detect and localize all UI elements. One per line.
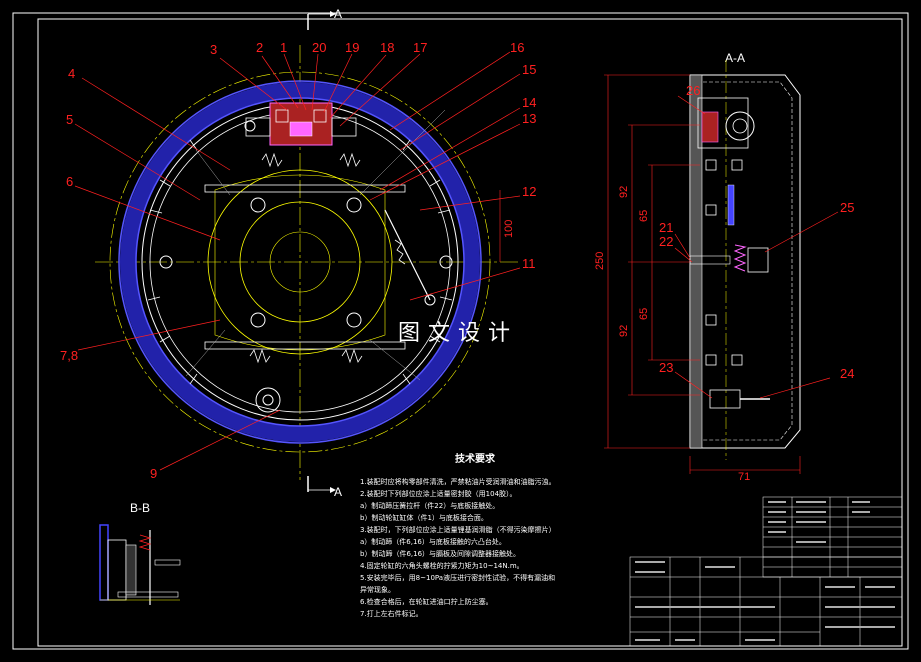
technical-requirements: 技术要求 1.装配时应将构零部件清洗，严禁粘油片受润滑油和油脂污浊。 2.装配时… [360, 452, 556, 618]
label-7-8: 7,8 [60, 348, 78, 363]
section-aa: A-A [594, 51, 854, 483]
label-2: 2 [256, 40, 263, 55]
tech-line-4: b）制动轮缸缸体（件1）与底板接合面。 [360, 513, 488, 522]
tech-line-3: a）制动蹄压簧拉杆（件22）与底板接触处。 [360, 501, 499, 510]
title-block [629, 496, 903, 647]
label-19: 19 [345, 40, 359, 55]
label-25: 25 [840, 200, 854, 215]
label-14: 14 [522, 95, 536, 110]
tech-line-2: 2.装配时下列部位应涂上适量密封胶（用104胶）。 [360, 489, 517, 498]
tech-line-11: 6.检查合格后，在轮缸进油口拧上防尘塞。 [360, 597, 493, 606]
tech-line-5: 3.装配时，下列部位应涂上适量锂基润滑脂（不得污染摩擦片） [360, 525, 556, 534]
label-1: 1 [280, 40, 287, 55]
label-4: 4 [68, 66, 75, 81]
label-9: 9 [150, 466, 157, 481]
tech-title: 技术要求 [455, 452, 496, 465]
dim-65-top: 65 [638, 210, 650, 222]
label-18: 18 [380, 40, 394, 55]
part-labels: 3 2 1 20 19 18 17 16 15 14 13 12 11 4 5 … [60, 40, 536, 481]
cut-marker-bottom: A [334, 485, 342, 499]
watermark: 图文设计 [398, 321, 518, 346]
dim-250: 250 [594, 252, 606, 270]
label-5: 5 [66, 112, 73, 127]
dim-100: 100 [503, 220, 515, 238]
label-13: 13 [522, 111, 536, 126]
label-23: 23 [659, 360, 673, 375]
aa-title: A-A [725, 51, 745, 65]
dim-92-top: 92 [618, 186, 630, 198]
main-view: 100 [95, 45, 520, 480]
label-24: 24 [840, 366, 854, 381]
label-12: 12 [522, 184, 536, 199]
tech-line-12: 7.打上左右件标记。 [360, 609, 423, 618]
label-17: 17 [413, 40, 427, 55]
bb-title: B-B [130, 501, 150, 515]
label-11: 11 [522, 256, 536, 271]
tech-line-10: 异常现象。 [360, 585, 395, 594]
label-3: 3 [210, 42, 217, 57]
tech-line-1: 1.装配时应将构零部件清洗，严禁粘油片受润滑油和油脂污浊。 [360, 477, 556, 486]
label-22: 22 [659, 234, 673, 249]
dim-71: 71 [738, 471, 750, 483]
leader-lines [74, 51, 521, 471]
outer-frame [12, 12, 909, 650]
label-20: 20 [312, 40, 326, 55]
label-15: 15 [522, 62, 536, 77]
tech-line-8: 4.固定轮缸的六角头螺栓的拧紧力矩为10~14N.m。 [360, 561, 524, 570]
dim-92-bottom: 92 [618, 325, 630, 337]
section-bb: B-B [99, 501, 181, 605]
label-21: 21 [659, 220, 673, 235]
tech-line-9: 5.安装完毕后，用8~10Pa液压进行密封性试验，不得有漏油和 [360, 573, 555, 582]
label-26: 26 [686, 83, 700, 98]
label-6: 6 [66, 174, 73, 189]
dim-65-bottom: 65 [638, 308, 650, 320]
tech-line-6: a）制动蹄（件6,16）与底板接触的六凸台处。 [360, 537, 506, 546]
cut-marker-top: A [334, 7, 342, 21]
tech-line-7: b）制动蹄（件6,16）与膈板及间隙调整器接触处。 [360, 549, 520, 558]
label-16: 16 [510, 40, 524, 55]
section-markers: A A [307, 7, 342, 499]
inner-frame [37, 18, 903, 647]
